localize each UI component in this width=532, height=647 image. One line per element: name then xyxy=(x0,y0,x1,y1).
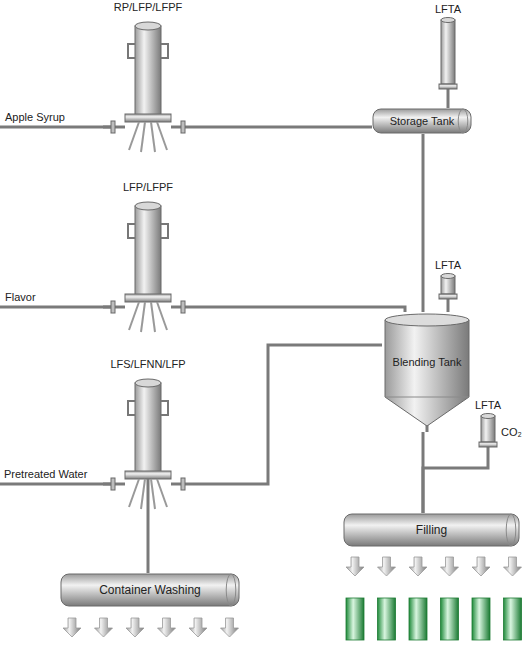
vessel-shape xyxy=(103,0,193,155)
pipe-line xyxy=(193,345,382,484)
node-label: Storage Tank xyxy=(390,115,455,128)
input-lines xyxy=(0,127,113,484)
node-label: LFP/LFPF xyxy=(123,181,173,194)
lfta-shape xyxy=(425,2,471,102)
vessel-shape xyxy=(103,357,193,512)
stream-label: CO₂ xyxy=(500,426,523,439)
tank: Blending Tank xyxy=(382,312,472,432)
stream-label: Apple Syrup xyxy=(4,111,66,124)
blend-shape xyxy=(382,312,472,432)
node-label: RP/LFP/LFPF xyxy=(114,1,182,14)
pipe-line xyxy=(147,512,150,573)
pipe-line xyxy=(193,307,405,312)
node-label: LFTA xyxy=(435,259,461,272)
tank: Storage Tank xyxy=(372,108,472,134)
node-label: LFS/LFNN/LFP xyxy=(110,358,185,371)
analyzer-unit: LFTA xyxy=(425,2,471,102)
filter-vessel: RP/LFP/LFPF xyxy=(103,0,193,155)
filter-vessel: LFS/LFNN/LFP xyxy=(103,357,193,512)
filter-vessel: LFP/LFPF xyxy=(103,180,193,335)
pipe-line xyxy=(193,126,372,129)
pipe-line xyxy=(447,102,450,108)
vessel-shape xyxy=(103,180,193,335)
stream-label: Flavor xyxy=(4,291,37,304)
pipe-line xyxy=(423,460,488,513)
stream-label: Pretreated Water xyxy=(3,468,88,481)
node-label: Container Washing xyxy=(99,584,201,597)
node-label: Filling xyxy=(416,524,447,537)
analyzer-unit: LFTA xyxy=(474,398,502,460)
tank: Container Washing xyxy=(60,573,240,607)
pipe-line xyxy=(422,134,425,312)
node-label: LFTA xyxy=(475,399,501,412)
analyzer-unit: LFTA xyxy=(432,258,464,312)
node-label: LFTA xyxy=(435,3,461,16)
tank: Filling xyxy=(343,513,520,547)
node-label: Blending Tank xyxy=(393,356,462,369)
